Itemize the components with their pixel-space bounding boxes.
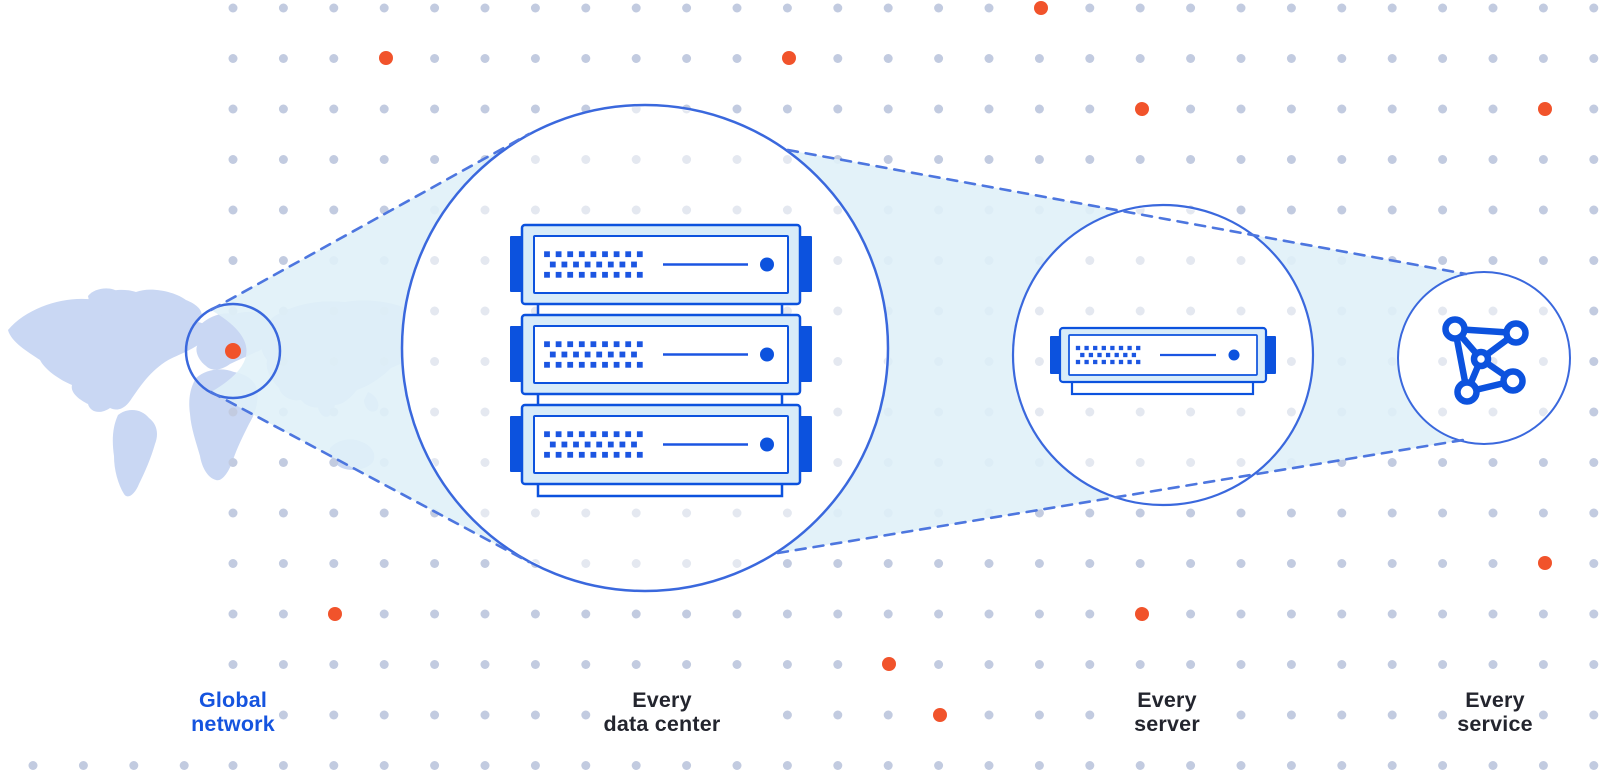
- pop-dot: [379, 51, 393, 65]
- pop-dot: [1135, 102, 1149, 116]
- beam-dashed-edges: [209, 132, 1468, 564]
- accent-dots: [225, 1, 1552, 722]
- pop-dot: [225, 343, 241, 359]
- service-mesh-icon: [1442, 316, 1529, 405]
- label-every-server: Every server: [1134, 688, 1200, 736]
- label-line: Every: [1465, 688, 1525, 712]
- pop-dot: [1538, 556, 1552, 570]
- label-line: Every: [1137, 688, 1197, 712]
- pop-dot: [328, 607, 342, 621]
- server-unit-icon: [1050, 326, 1276, 396]
- pop-dot: [933, 708, 947, 722]
- label-line: server: [1134, 712, 1200, 736]
- pop-dot: [1034, 1, 1048, 15]
- map-highlight-circle: [184, 302, 282, 400]
- label-line: Every: [632, 688, 692, 712]
- label-every-data-center: Every data center: [604, 688, 721, 736]
- pop-dot: [782, 51, 796, 65]
- label-every-service: Every service: [1457, 688, 1533, 736]
- label-line: data center: [603, 712, 721, 736]
- server-rack-icon: [510, 223, 812, 498]
- label-line: Global: [198, 688, 268, 712]
- pop-dot: [1135, 607, 1149, 621]
- pop-dot: [882, 657, 896, 671]
- pop-dot: [1538, 102, 1552, 116]
- label-line: service: [1457, 712, 1533, 736]
- label-global-network: Global network: [191, 688, 275, 736]
- label-line: network: [191, 712, 275, 736]
